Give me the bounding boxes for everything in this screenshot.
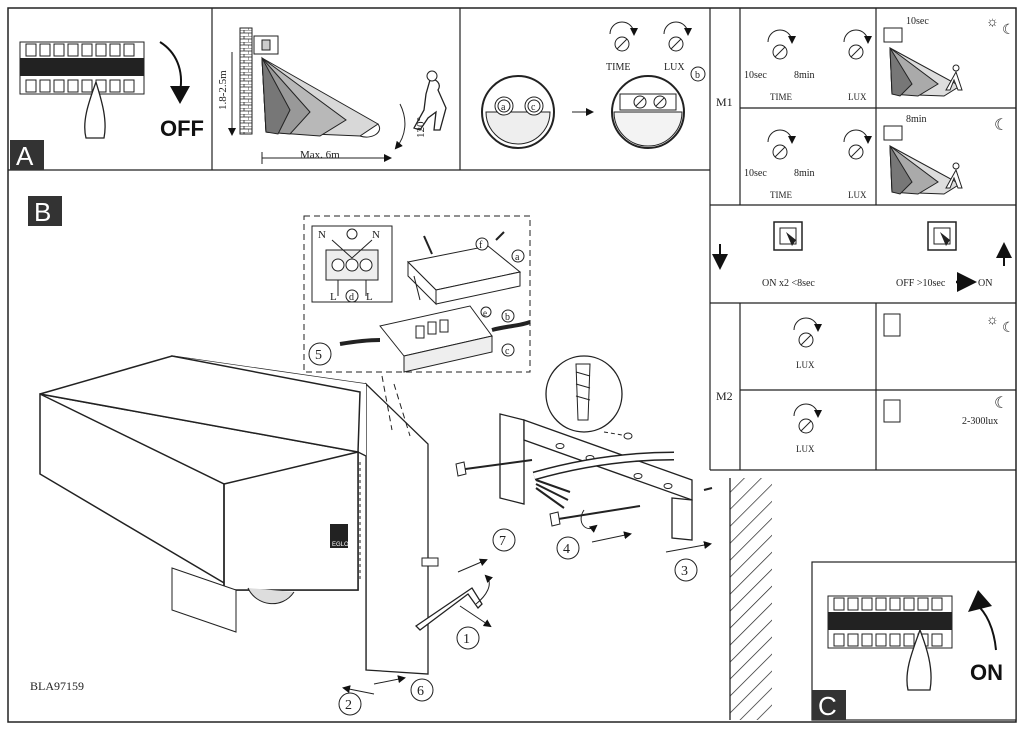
callout-a: a bbox=[501, 102, 506, 113]
detection-range-diagram bbox=[228, 27, 447, 164]
m2-row2-lux: LUX bbox=[796, 444, 815, 454]
step-6: 6 bbox=[417, 684, 424, 699]
step-3: 3 bbox=[681, 564, 688, 579]
m2-row1-lux: LUX bbox=[796, 360, 815, 370]
lux-label-a: LUX bbox=[664, 62, 685, 73]
callout-c-b: c bbox=[505, 346, 510, 357]
terminal-n2: N bbox=[372, 229, 380, 241]
step-4: 4 bbox=[563, 542, 570, 557]
moon-icon: ☾ bbox=[1002, 321, 1015, 336]
panel-b-badge bbox=[28, 196, 62, 226]
on-label: ON bbox=[970, 660, 1003, 685]
junction-box bbox=[339, 231, 531, 373]
panel-b-letter: B bbox=[34, 197, 51, 227]
detection-angle: 120° bbox=[415, 117, 427, 138]
switch-left-text: ON x2 <8sec bbox=[762, 278, 815, 289]
terminal-l2: L bbox=[366, 291, 373, 303]
m1-row1: ☼ ☾ bbox=[767, 15, 1015, 97]
moon-icon: ☾ bbox=[1002, 23, 1015, 38]
time-label-a: TIME bbox=[606, 62, 630, 73]
callout-f: f bbox=[479, 240, 483, 251]
callout-a-b: a bbox=[515, 252, 520, 263]
off-label: OFF bbox=[160, 116, 204, 141]
mounting-bracket bbox=[455, 355, 713, 553]
row2-time-min: 10sec bbox=[744, 168, 767, 179]
m2-rows: ☼ ☾ ☾ bbox=[793, 313, 1015, 434]
row1-time-min: 10sec bbox=[744, 70, 767, 81]
row1-duration: 10sec bbox=[906, 16, 929, 27]
row1-lux-label: LUX bbox=[848, 92, 867, 102]
brand-logo bbox=[330, 524, 348, 548]
terminal-n1: N bbox=[318, 229, 326, 241]
panel-a-badge bbox=[10, 140, 44, 170]
step-markers bbox=[308, 342, 698, 716]
callout-d: d bbox=[349, 292, 354, 303]
hand-icon bbox=[906, 628, 932, 691]
arrow-up-icon bbox=[968, 590, 992, 612]
moon-icon: ☾ bbox=[994, 117, 1008, 134]
panel-c-badge bbox=[812, 690, 846, 720]
step-2: 2 bbox=[345, 698, 352, 713]
terminal-block bbox=[311, 225, 393, 303]
brand-text: EGLO bbox=[332, 542, 349, 548]
breaker-off-illustration bbox=[19, 41, 190, 139]
switch-right-pre: OFF >10sec bbox=[896, 278, 946, 289]
allen-key-and-screw bbox=[342, 557, 494, 695]
m2-label: M2 bbox=[716, 389, 733, 403]
m1-label: M1 bbox=[716, 95, 733, 109]
m2-lux-range: 2-300lux bbox=[962, 416, 998, 427]
switch-right-post: ON bbox=[978, 278, 992, 289]
moon-icon: ☾ bbox=[994, 395, 1008, 412]
callout-c: c bbox=[531, 102, 536, 113]
breaker-on-illustration bbox=[827, 590, 997, 691]
row1-time-max: 8min bbox=[794, 70, 815, 81]
callout-e: e bbox=[483, 308, 487, 318]
height-range: 1.8-2.5m bbox=[217, 70, 229, 110]
step-1: 1 bbox=[463, 632, 470, 647]
sensor-cover-diagram bbox=[481, 21, 706, 149]
panel-c-letter: C bbox=[818, 691, 837, 721]
terminal-l1: L bbox=[330, 291, 337, 303]
callout-b-b: b bbox=[505, 312, 510, 323]
wall bbox=[730, 478, 772, 720]
row2-duration: 8min bbox=[906, 114, 927, 125]
model-number: BLA97159 bbox=[30, 679, 84, 693]
arrow-down-icon bbox=[170, 86, 190, 104]
switch-row bbox=[712, 221, 1012, 292]
sun-icon: ☼ bbox=[986, 15, 999, 30]
callout-b: b bbox=[695, 70, 700, 81]
settings-table bbox=[710, 8, 1016, 471]
row2-time-label: TIME bbox=[770, 190, 792, 200]
outer-frame bbox=[7, 7, 1017, 723]
row2-time-max: 8min bbox=[794, 168, 815, 179]
pointer-icon bbox=[940, 232, 950, 246]
row1-time-label: TIME bbox=[770, 92, 792, 102]
sun-icon: ☼ bbox=[986, 313, 999, 328]
panel-a-letter: A bbox=[16, 141, 34, 171]
max-range: Max. 6m bbox=[300, 149, 340, 161]
hand-icon bbox=[84, 79, 106, 139]
pointer-icon bbox=[786, 232, 796, 246]
luminaire bbox=[39, 355, 429, 675]
row2-lux-label: LUX bbox=[848, 190, 867, 200]
step-5: 5 bbox=[315, 348, 322, 363]
step-7: 7 bbox=[499, 534, 506, 549]
m1-row2: ☾ bbox=[767, 117, 1008, 195]
